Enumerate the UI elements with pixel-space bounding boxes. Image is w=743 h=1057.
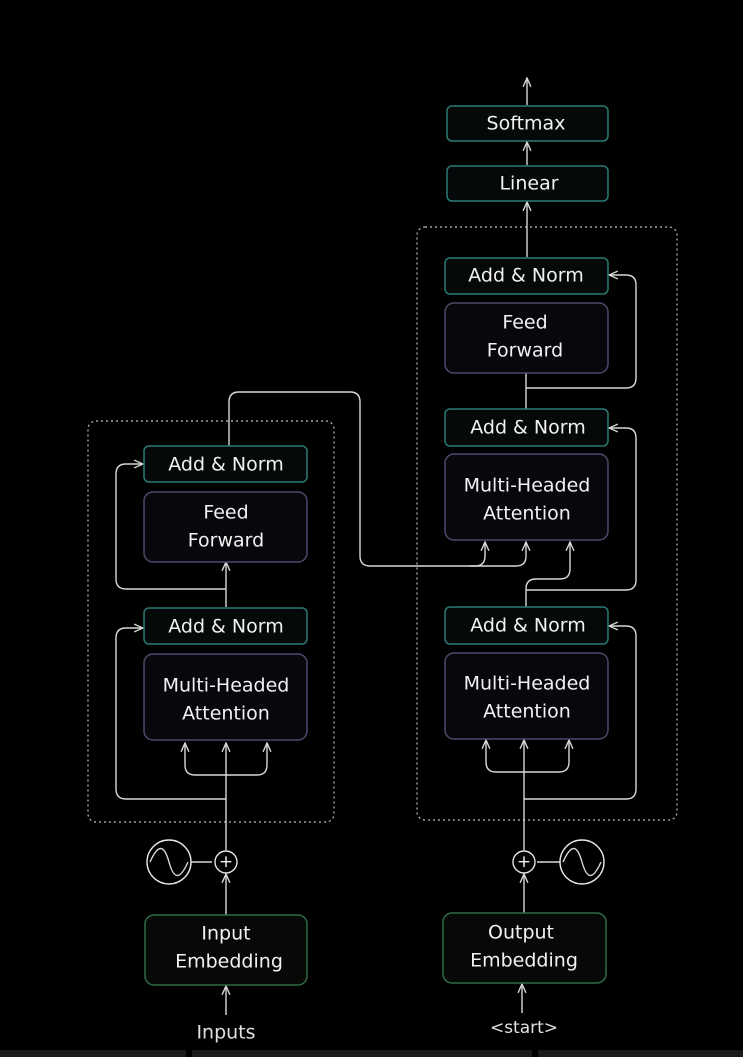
encoder-feed-forward xyxy=(143,491,308,563)
decoder-add-norm-bottom-label: Add & Norm xyxy=(470,615,586,637)
encoder-feed-forward-label-1: Feed xyxy=(203,502,248,524)
decoder-add-icon xyxy=(512,850,536,874)
decoder-block-outline xyxy=(416,226,678,821)
linear-label: Linear xyxy=(499,173,558,195)
encoder-block-outline xyxy=(87,420,335,823)
output-embedding-label-1: Output xyxy=(488,922,554,944)
decoder-add-norm-middle xyxy=(444,408,609,447)
decoder-add-norm-bottom xyxy=(444,606,609,645)
encoder-add-symbol: + xyxy=(219,852,233,872)
start-token-label: <start> xyxy=(490,1018,558,1038)
encoder-attention-label-2: Attention xyxy=(182,703,270,725)
encoder-add-norm-bottom xyxy=(143,607,308,645)
decoder-add-norm-top-label: Add & Norm xyxy=(468,265,584,287)
decoder-feed-forward-label-1: Feed xyxy=(502,312,547,334)
encoder-multi-headed-attention xyxy=(143,653,308,741)
output-embedding xyxy=(442,912,607,984)
encoder-add-norm-top xyxy=(143,445,308,483)
decoder-wires xyxy=(486,78,637,1013)
decoder-add-symbol: + xyxy=(517,852,531,872)
decoder-feed-forward xyxy=(444,302,609,374)
encoder-feed-forward-label-2: Forward xyxy=(188,530,264,552)
decoder-add-norm-middle-label: Add & Norm xyxy=(470,417,586,439)
decoder-self-attention-label-1: Multi-Headed xyxy=(464,673,591,695)
encoder-attention-label-1: Multi-Headed xyxy=(163,675,290,697)
decoder-positional-encoding-icon xyxy=(559,839,605,885)
linear-box xyxy=(446,165,609,202)
decoder-cross-attention-label-1: Multi-Headed xyxy=(464,475,591,497)
output-embedding-label-2: Embedding xyxy=(470,950,578,972)
encoder-add-norm-bottom-label: Add & Norm xyxy=(168,616,284,638)
decoder-cross-attention xyxy=(444,453,609,541)
bottom-bar xyxy=(0,1050,743,1057)
encoder-add-norm-top-label: Add & Norm xyxy=(168,454,284,476)
encoder-wires xyxy=(115,391,526,1015)
input-embedding xyxy=(144,914,308,986)
softmax-label: Softmax xyxy=(487,113,566,135)
decoder-self-attention xyxy=(444,652,609,740)
input-embedding-label-2: Embedding xyxy=(175,951,283,973)
inputs-label: Inputs xyxy=(196,1022,255,1044)
decoder-self-attention-label-2: Attention xyxy=(483,701,571,723)
encoder-positional-encoding-icon xyxy=(146,839,192,885)
encoder-add-icon xyxy=(214,850,238,874)
decoder-feed-forward-label-2: Forward xyxy=(487,340,563,362)
decoder-add-norm-top xyxy=(444,257,609,295)
softmax-box xyxy=(446,105,609,142)
decoder-cross-attention-label-2: Attention xyxy=(483,503,571,525)
input-embedding-label-1: Input xyxy=(201,923,250,945)
